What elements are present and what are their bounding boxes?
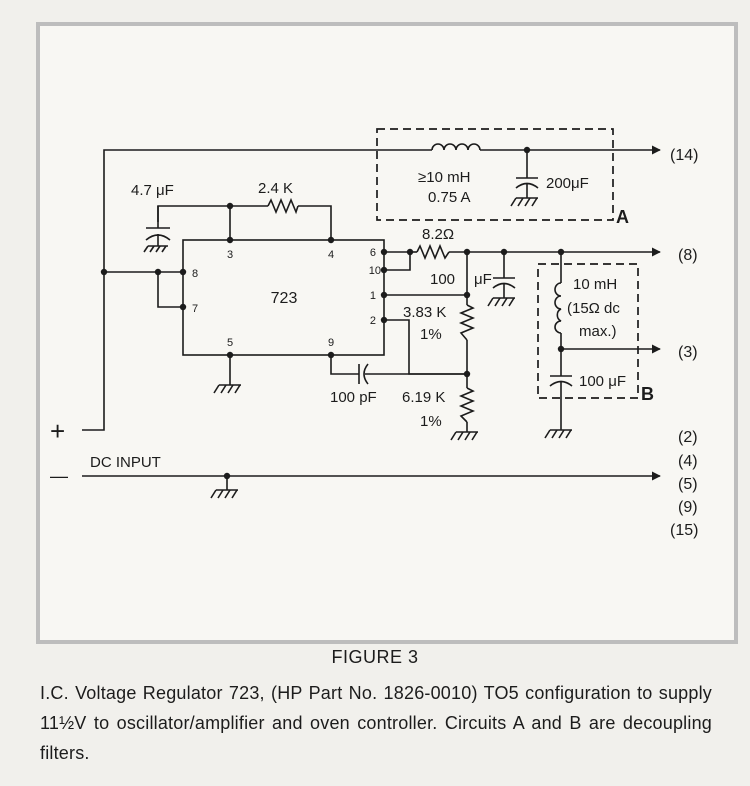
output-15-label: (15) (670, 522, 698, 539)
capacitor-200uf-symbol (515, 177, 539, 189)
output-14-label: (14) (670, 147, 698, 164)
filter-a-inductor-value: ≥10 mH (418, 169, 470, 186)
inductor-filter-a-symbol (431, 143, 481, 151)
filter-b-inductor-spec-1: (15Ω dc (567, 300, 620, 317)
minus-terminal-label: — (50, 466, 68, 486)
filter-a-inductor-current: 0.75 A (428, 189, 471, 206)
figure-frame (36, 22, 738, 644)
ground-symbol-filter-a (510, 197, 538, 207)
dc-input-label: DC INPUT (90, 454, 161, 471)
pin-10-label: 10 (369, 265, 381, 277)
junction-dots (100, 146, 565, 480)
pin-6-label: 6 (370, 247, 376, 259)
output-5-label: (5) (678, 476, 698, 493)
circuit-schematic: 723 3 4 5 9 8 7 6 10 1 2 (50, 128, 698, 539)
pin-5-label: 5 (227, 337, 233, 349)
output-3-label: (3) (678, 344, 698, 361)
output-8-label: (8) (678, 247, 698, 264)
res-6-19k-label: 6.19 K (402, 389, 445, 406)
pin-7-label: 7 (192, 303, 198, 315)
resistor-2-4k-symbol (267, 197, 299, 215)
ground-symbol-divider (450, 431, 478, 441)
pin-4-label: 4 (328, 249, 334, 261)
inductor-filter-b-symbol (554, 282, 562, 334)
ground-symbol-filter-b (544, 429, 572, 439)
capacitor-100pf-symbol (358, 363, 369, 385)
resistor-8-2-symbol (416, 243, 450, 261)
cap-4-7uf-label: 4.7 μF (131, 182, 174, 199)
res-3-83k-label: 3.83 K (403, 304, 446, 321)
capacitor-4-7uf-symbol (143, 206, 171, 253)
pin-3-label: 3 (227, 249, 233, 261)
filter-b-capacitor-value: 100 μF (579, 373, 626, 390)
output-9-label: (9) (678, 499, 698, 516)
filter-b-label: B (641, 384, 654, 404)
ground-symbol-rail-cap (487, 297, 515, 307)
ground-symbol-dc-rail (210, 489, 238, 499)
ic-label: 723 (271, 290, 298, 307)
pin-9-label: 9 (328, 337, 334, 349)
res-3-83k-tolerance: 1% (420, 326, 442, 343)
capacitor-100uf-filter-b-symbol (549, 375, 573, 387)
capacitor-100uf-rail-symbol (492, 277, 516, 289)
res-6-19k-tolerance: 1% (420, 413, 442, 430)
figure-caption: I.C. Voltage Regulator 723, (HP Part No.… (40, 683, 712, 763)
cap-100uf-rail-unit: μF (474, 271, 492, 288)
resistor-6-19k-symbol (458, 387, 476, 423)
plus-terminal-label: + (50, 416, 65, 446)
filter-b-inductor-spec-2: max.) (579, 323, 617, 340)
output-2-label: (2) (678, 429, 698, 446)
cap-100uf-rail-value: 100 (430, 271, 455, 288)
resistor-3-83k-symbol (458, 304, 476, 341)
pin-8-label: 8 (192, 268, 198, 280)
cap-100pf-label: 100 pF (330, 389, 377, 406)
filter-a-box (376, 128, 614, 221)
res-2-4k-label: 2.4 K (258, 180, 293, 197)
ground-symbol-pin5 (213, 384, 241, 394)
filter-b-inductor-value: 10 mH (573, 276, 617, 293)
pin-1-label: 1 (370, 290, 376, 302)
output-4-label: (4) (678, 453, 698, 470)
res-8-2-label: 8.2Ω (422, 226, 454, 243)
figure-title: FIGURE 3 (331, 647, 419, 667)
filter-a-capacitor-value: 200μF (546, 175, 589, 192)
filter-a-label: A (616, 207, 629, 227)
pin-2-label: 2 (370, 315, 376, 327)
